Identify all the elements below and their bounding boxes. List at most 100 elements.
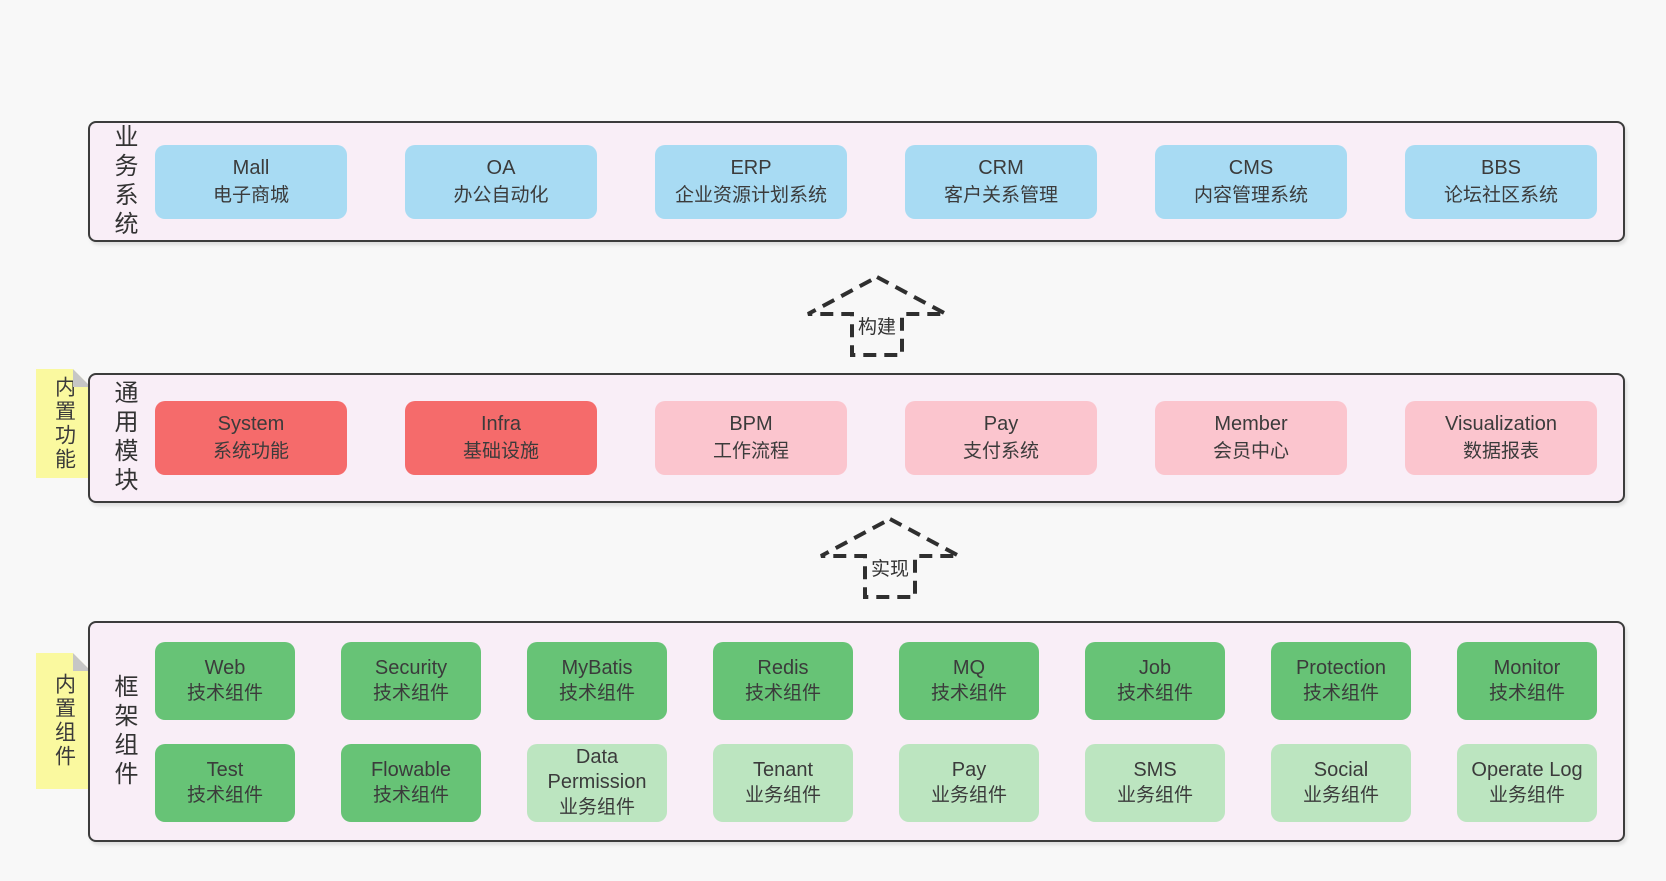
box-title: CMS xyxy=(1228,156,1274,179)
box-subtitle: 支付系统 xyxy=(962,441,1039,462)
box-subtitle: 技术组件 xyxy=(558,682,635,704)
box-subtitle: 业务组件 xyxy=(1116,784,1193,806)
box-bpm: BPM 工作流程 xyxy=(655,401,847,475)
box-title: Infra xyxy=(480,413,522,435)
box-subtitle: 数据报表 xyxy=(1462,441,1539,462)
box-title: Job xyxy=(1138,656,1172,679)
box-title: SMS xyxy=(1133,758,1177,781)
box-subtitle: 业务组件 xyxy=(558,797,635,818)
box-subtitle: 会员中心 xyxy=(1212,441,1289,462)
box-title: ERP xyxy=(730,156,772,179)
box-subtitle: 技术组件 xyxy=(930,682,1007,704)
boxes-row: System 系统功能 Infra 基础设施 BPM 工作流程 Pay 支付系统 Member 会… xyxy=(155,401,1597,475)
box-title: MyBatis xyxy=(561,656,633,679)
box-subtitle: 办公自动化 xyxy=(453,184,549,206)
box-sms: SMS 业务组件 xyxy=(1085,743,1225,822)
box-title: Pay xyxy=(983,413,1019,435)
box-subtitle: 基础设施 xyxy=(462,441,539,462)
box-oa: OA 办公自动化 xyxy=(405,144,597,219)
box-title: Monitor xyxy=(1493,656,1561,679)
layer-common-modules: 通用模块 System 系统功能 Infra 基础设施 BPM 工作流程 Pay 支付系统 Me… xyxy=(88,373,1625,503)
sticky-note-label: 内置功能 xyxy=(52,375,76,472)
box-pay: Pay 业务组件 xyxy=(899,743,1039,822)
dashed-up-arrow-build xyxy=(807,274,947,357)
box-visualization: Visualization 数据报表 xyxy=(1405,401,1597,475)
box-subtitle: 企业资源计划系统 xyxy=(674,184,827,206)
box-subtitle: 业务组件 xyxy=(744,784,821,806)
box-title: Test xyxy=(206,758,244,781)
box-subtitle: 技术组件 xyxy=(744,682,821,704)
layer-boxes: System 系统功能 Infra 基础设施 BPM 工作流程 Pay 支付系统 Member 会… xyxy=(141,401,1623,475)
sticky-note-builtin-components: 内置组件 xyxy=(36,653,91,789)
side-label-framework-components: 框架组件 xyxy=(110,673,137,790)
box-subtitle: 论坛社区系统 xyxy=(1443,184,1558,206)
box-job: Job 技术组件 xyxy=(1085,641,1225,720)
box-subtitle: 技术组件 xyxy=(1302,682,1379,704)
box-pay: Pay 支付系统 xyxy=(905,401,1097,475)
box-subtitle: 技术组件 xyxy=(372,784,449,806)
box-subtitle: 技术组件 xyxy=(186,682,263,704)
box-subtitle: 内容管理系统 xyxy=(1193,184,1308,206)
box-title: Web xyxy=(204,656,246,679)
side-label-common-modules: 通用模块 xyxy=(110,380,137,496)
box-title: System xyxy=(217,413,285,435)
sticky-note-builtin-features: 内置功能 xyxy=(36,369,91,478)
box-operate-log: Operate Log 业务组件 xyxy=(1457,743,1597,822)
box-flowable: Flowable 技术组件 xyxy=(341,743,481,822)
box-title: Redis xyxy=(757,656,809,679)
box-subtitle: 业务组件 xyxy=(1488,784,1565,806)
box-title: Flowable xyxy=(370,758,452,781)
box-protection: Protection 技术组件 xyxy=(1271,641,1411,720)
box-title: Visualization xyxy=(1445,413,1557,435)
box-mybatis: MyBatis 技术组件 xyxy=(527,641,667,720)
box-title: Pay xyxy=(951,758,987,781)
arrow-label-implement: 实现 xyxy=(866,554,914,581)
box-member: Member 会员中心 xyxy=(1155,401,1347,475)
box-bbs: BBS 论坛社区系统 xyxy=(1405,144,1597,219)
box-subtitle: 客户关系管理 xyxy=(943,184,1058,206)
box-title: Security xyxy=(374,656,448,679)
box-title: Mall xyxy=(232,156,270,179)
box-subtitle: 技术组件 xyxy=(372,682,449,704)
box-title: CRM xyxy=(978,156,1024,179)
side-label-business-systems: 业务系统 xyxy=(110,123,137,240)
box-security: Security 技术组件 xyxy=(341,641,481,720)
box-title: BPM xyxy=(729,413,773,435)
box-crm: CRM 客户关系管理 xyxy=(905,144,1097,219)
box-title: MQ xyxy=(952,656,986,679)
dashed-up-arrow-implement xyxy=(820,516,960,599)
sticky-note-label: 内置组件 xyxy=(52,673,76,769)
box-subtitle: 系统功能 xyxy=(212,441,289,462)
box-redis: Redis 技术组件 xyxy=(713,641,853,720)
box-title: Social xyxy=(1313,758,1369,781)
box-title: OA xyxy=(486,156,516,179)
box-title: Operate Log xyxy=(1471,758,1583,781)
box-subtitle: 工作流程 xyxy=(712,441,789,462)
box-subtitle: 业务组件 xyxy=(930,784,1007,806)
box-cms: CMS 内容管理系统 xyxy=(1155,144,1347,219)
box-subtitle: 技术组件 xyxy=(1116,682,1193,704)
arrow-label-build: 构建 xyxy=(853,312,901,339)
box-title: BBS xyxy=(1480,156,1522,179)
box-web: Web 技术组件 xyxy=(155,641,295,720)
box-title: Protection xyxy=(1295,656,1387,679)
box-mq: MQ 技术组件 xyxy=(899,641,1039,720)
box-test: Test 技术组件 xyxy=(155,743,295,822)
box-erp: ERP 企业资源计划系统 xyxy=(655,144,847,219)
box-subtitle: 技术组件 xyxy=(186,784,263,806)
box-infra: Infra 基础设施 xyxy=(405,401,597,475)
box-title: Member xyxy=(1214,413,1288,435)
